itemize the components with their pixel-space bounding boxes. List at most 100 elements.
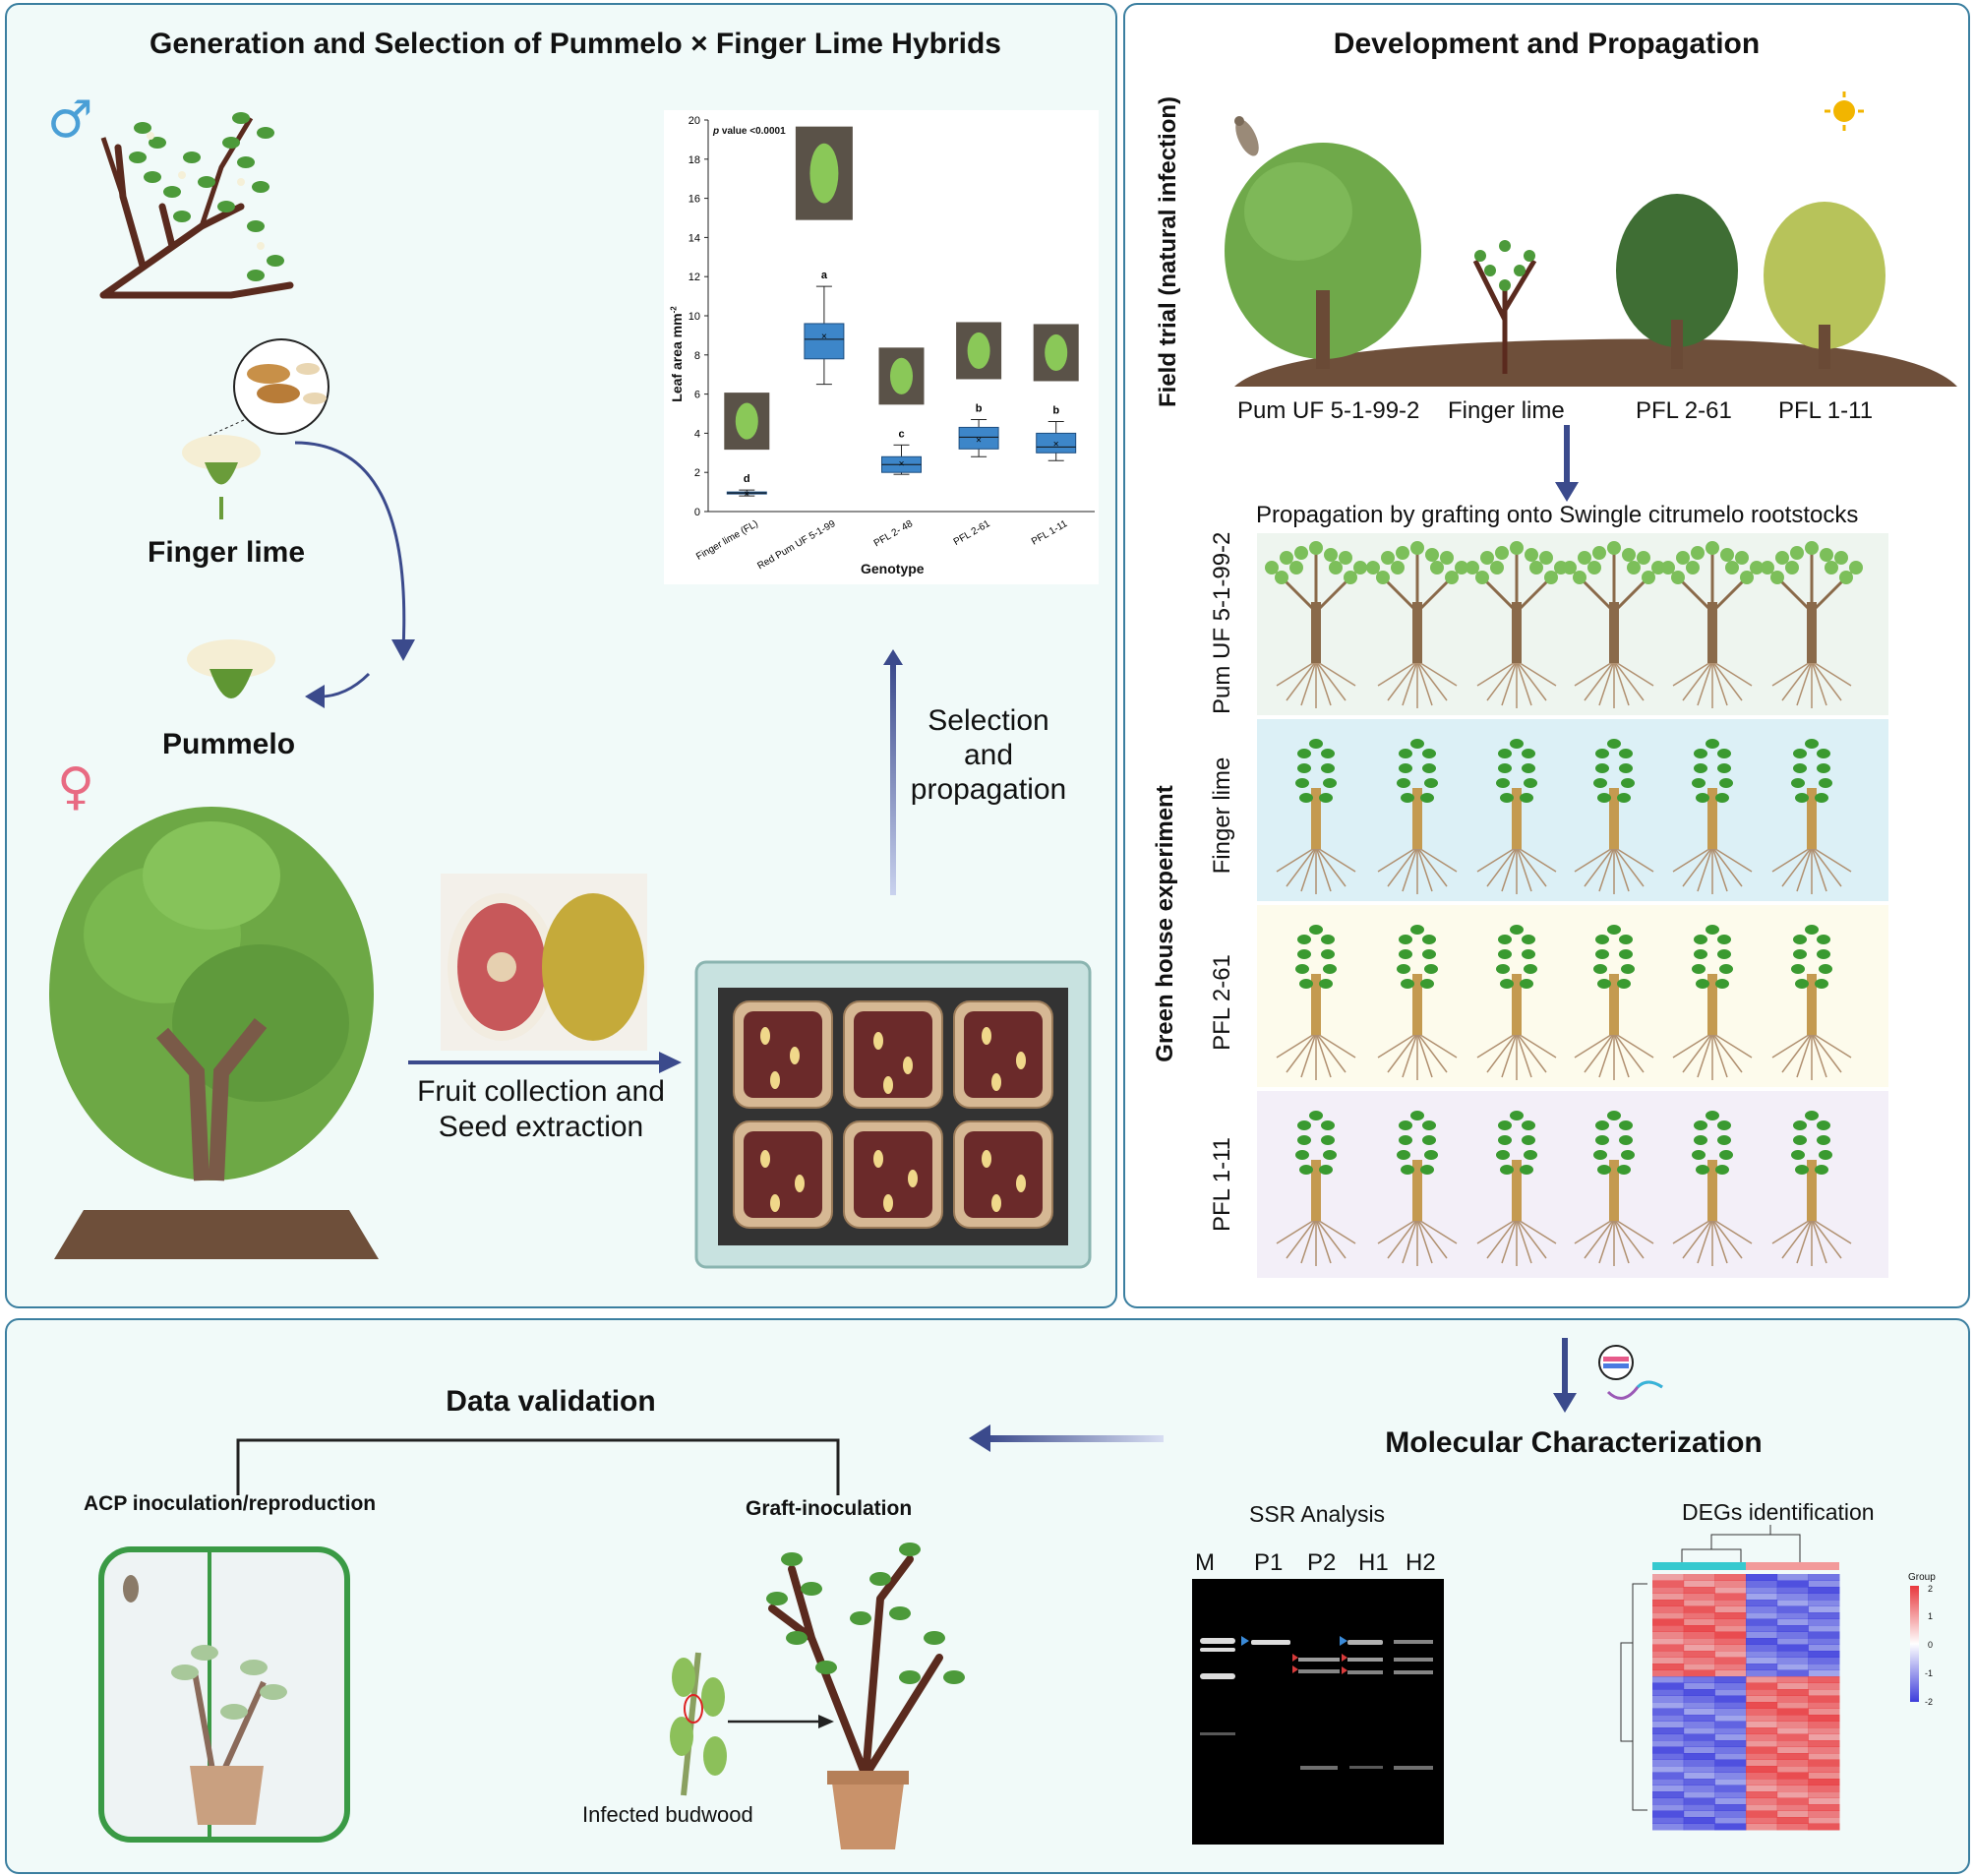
heatmap-cell-17-2 [1714,1682,1747,1690]
heatmap-cell-26-1 [1683,1740,1715,1747]
heatmap-cell-13-4 [1776,1657,1809,1664]
heatmap-cell-16-1 [1683,1676,1715,1683]
infected-budwood-label: Infected budwood [582,1802,753,1827]
heatmap-cell-34-3 [1746,1791,1778,1798]
heatmap-cell-22-0 [1652,1715,1685,1722]
field-tree-label-3: PFL 1-11 [1778,397,1874,424]
heatmap-cell-37-3 [1746,1810,1778,1818]
heatmap-cell-19-1 [1683,1695,1715,1703]
heatmap-cell-17-0 [1652,1682,1685,1690]
heatmap-cell-18-3 [1746,1689,1778,1696]
heatmap-cell-15-1 [1683,1669,1715,1677]
y-tick-label-5: 10 [688,311,700,323]
heatmap-cell-23-5 [1808,1721,1840,1728]
heatmap-cell-29-3 [1746,1759,1778,1767]
heatmap-cell-33-5 [1808,1785,1840,1792]
box-mean-marker-4: × [1053,439,1059,450]
heatmap-cell-25-2 [1714,1733,1747,1741]
heatmap-cell-5-5 [1808,1605,1840,1613]
leaf-shape-3 [967,332,990,370]
heatmap-cell-20-0 [1652,1702,1685,1709]
finger-lime-branch-illustration [99,112,294,299]
heatmap-cell-36-3 [1746,1804,1778,1811]
plant-r0-c0 [1265,541,1367,708]
pummelo-tree-illustration [49,807,379,1259]
heatmap-cell-16-3 [1746,1676,1778,1683]
box-3 [958,426,999,450]
box-letter-0: d [744,473,750,485]
heatmap-cell-13-3 [1746,1657,1778,1664]
fruit-label-line2: Seed extraction [438,1111,644,1143]
greenhouse-row-1 [1257,719,1888,901]
heatmap-cell-22-3 [1746,1715,1778,1722]
heatmap-row-dendrogram [1620,1583,1647,1811]
heatmap-cell-6-1 [1683,1612,1715,1619]
leaf-shape-0 [735,402,758,440]
heatmap-cell-25-4 [1776,1733,1809,1741]
heatmap-cell-21-5 [1808,1708,1840,1716]
heatmap-cell-32-5 [1808,1779,1840,1785]
heatmap-cell-31-1 [1683,1772,1715,1780]
heatmap-cell-32-2 [1714,1779,1747,1785]
heatmap-scale-2: 0 [1928,1640,1934,1650]
heatmap-cell-32-4 [1776,1779,1809,1785]
heatmap-cell-39-1 [1683,1823,1715,1831]
male-symbol: ♂ [47,91,93,150]
heatmap-cell-26-5 [1808,1740,1840,1747]
plant-r3-c5 [1771,1111,1852,1266]
y-tick-label-7: 14 [688,232,700,244]
heatmap-cell-15-3 [1746,1669,1778,1677]
chart-xlabel: Genotype [861,561,925,576]
heatmap-cell-24-4 [1776,1727,1809,1734]
plant-r2-c0 [1276,925,1356,1080]
box-letter-2: c [898,428,904,440]
heatmap-cell-24-1 [1683,1727,1715,1734]
heatmap-cell-9-1 [1683,1631,1715,1639]
heatmap-cell-13-1 [1683,1657,1715,1664]
heatmap-cell-12-5 [1808,1651,1840,1658]
heatmap-cell-18-5 [1808,1689,1840,1696]
heatmap-cell-1-3 [1746,1580,1778,1588]
heatmap-cell-3-4 [1776,1593,1809,1601]
heatmap-cell-36-1 [1683,1804,1715,1811]
heatmap-group-bar-1 [1652,1562,1746,1570]
propagation-arrow-down [1555,425,1579,502]
heatmap-cell-20-3 [1746,1702,1778,1709]
heatmap-cell-25-3 [1746,1733,1778,1741]
heatmap-cell-13-0 [1652,1657,1685,1664]
leaf-shape-1 [809,143,839,204]
heatmap-cell-24-0 [1652,1727,1685,1734]
y-tick-label-10: 20 [688,115,700,127]
heatmap-cell-20-1 [1683,1702,1715,1709]
y-tick-label-2: 4 [694,428,700,440]
insect-cage-illustration [98,1546,350,1843]
heatmap-cell-31-0 [1652,1772,1685,1780]
heatmap-cell-30-2 [1714,1766,1747,1773]
heatmap-cell-21-0 [1652,1708,1685,1716]
y-tick-label-4: 8 [694,350,700,362]
heatmap-cell-0-0 [1652,1574,1685,1581]
heatmap-cell-12-2 [1714,1651,1747,1658]
plant-r1-c1 [1377,739,1458,894]
heatmap-cell-28-0 [1652,1753,1685,1760]
heatmap-color-scale [1910,1586,1919,1702]
heatmap-cell-3-5 [1808,1593,1840,1601]
heatmap-cell-2-3 [1746,1587,1778,1594]
heatmap-cell-33-1 [1683,1785,1715,1792]
panel1-title: Generation and Selection of Pummelo × Fi… [149,28,1001,60]
plant-r1-c3 [1574,739,1654,894]
heatmap-cell-20-2 [1714,1702,1747,1709]
heatmap-legend-title: Group [1908,1572,1936,1583]
heatmap-cell-17-4 [1776,1682,1809,1690]
selection-arrow-up [883,649,903,895]
heatmap-cell-36-5 [1808,1804,1840,1811]
heatmap-cell-8-2 [1714,1625,1747,1632]
heatmap-cell-7-5 [1808,1618,1840,1626]
insect-icon [1234,116,1259,156]
heatmap-cell-38-4 [1776,1817,1809,1824]
heatmap-cell-21-1 [1683,1708,1715,1716]
fruit-label-line1: Fruit collection and [417,1075,665,1108]
x-tick-label-3: PFL 2-61 [952,518,992,548]
budwood-arrow [728,1715,834,1728]
